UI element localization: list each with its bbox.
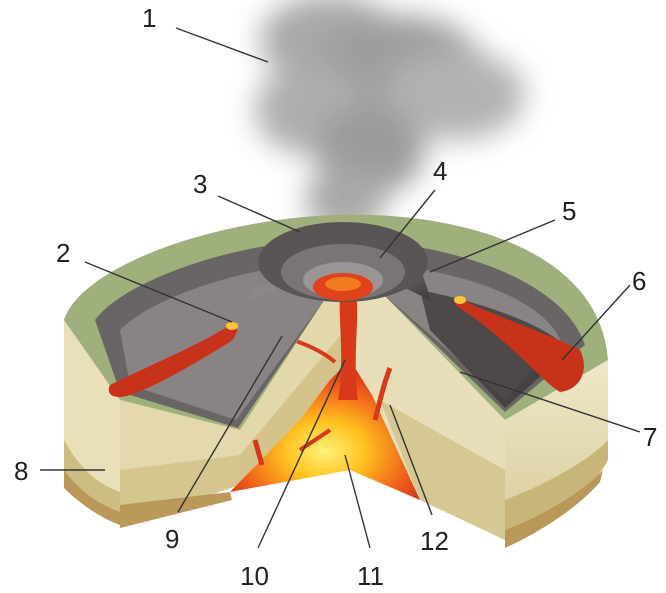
label-8: 8	[14, 456, 28, 486]
ash-plume	[255, 0, 525, 235]
label-7: 7	[643, 422, 657, 452]
label-10: 10	[240, 561, 269, 591]
label-11: 11	[357, 561, 384, 591]
label-4: 4	[433, 156, 447, 186]
label-3: 3	[193, 169, 207, 199]
main-conduit	[338, 290, 358, 400]
leader-1	[176, 28, 268, 62]
label-1: 1	[142, 3, 156, 33]
label-2: 2	[56, 238, 70, 268]
label-9: 9	[165, 524, 179, 554]
label-12: 12	[420, 526, 449, 556]
label-5: 5	[562, 196, 576, 226]
label-6: 6	[632, 266, 646, 296]
